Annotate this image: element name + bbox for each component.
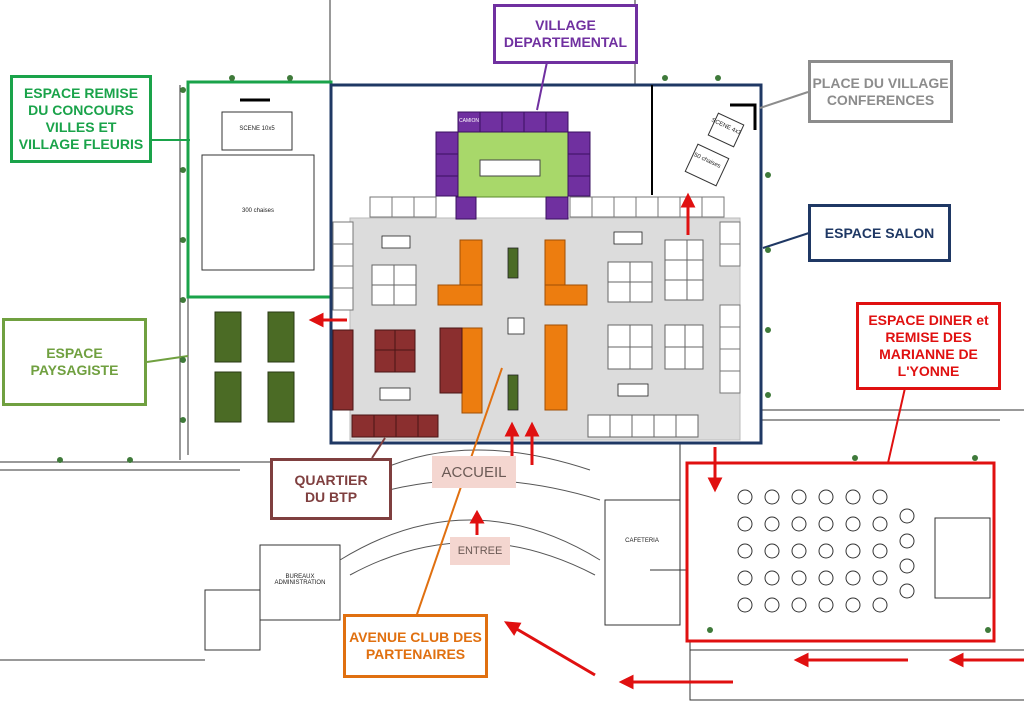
place-du-village-label: PLACE DU VILLAGE CONFERENCES: [808, 60, 953, 123]
camion-text: CAMION: [459, 118, 479, 124]
entree-tag: ENTREE: [450, 537, 510, 565]
conference-corner: [730, 103, 757, 130]
orange-stands: [437, 239, 588, 414]
plant-markers: [57, 75, 991, 633]
scene-4x3-box: [707, 112, 745, 148]
avenue-club-label: AVENUE CLUB DES PARTENAIRES: [343, 614, 488, 678]
left-stand-column: [332, 221, 741, 394]
dinner-tables: [737, 489, 991, 613]
scene-10x5-text: SCENE 10x5: [239, 126, 275, 132]
leader-lines: [146, 61, 906, 621]
building-walls: [0, 0, 1024, 701]
chaises-300-text: 300 chaises: [241, 208, 275, 214]
maroon-stands: [332, 327, 463, 438]
accueil-tag: ACCUEIL: [432, 456, 516, 488]
espace-diner-label: ESPACE DINER et REMISE DES MARIANNE DE L…: [856, 302, 1001, 390]
white-stand-blocks: [371, 239, 704, 438]
quartier-btp-label: QUARTIER DU BTP: [270, 458, 392, 520]
lounge-tables: [379, 231, 649, 411]
top-stand-row: [369, 196, 725, 218]
chairs-50-box: [684, 143, 730, 187]
village-departemental-area: [435, 111, 591, 220]
scene-10x5-box: [221, 111, 293, 151]
cafeteria-text: CAFETERIA: [625, 538, 659, 544]
espace-remise-label: ESPACE REMISE DU CONCOURS VILLES ET VILL…: [10, 75, 152, 163]
paysagiste-hedges: [214, 311, 295, 423]
village-departemental-label: VILLAGE DEPARTEMENTAL: [493, 4, 638, 64]
espace-salon-label: ESPACE SALON: [808, 204, 951, 262]
flow-arrows: [308, 192, 1024, 690]
bureaux-text: BUREAUX ADMINISTRATION: [274, 574, 326, 586]
espace-paysagiste-label: ESPACE PAYSAGISTE: [2, 318, 147, 406]
chairs-300-box: [201, 154, 315, 271]
